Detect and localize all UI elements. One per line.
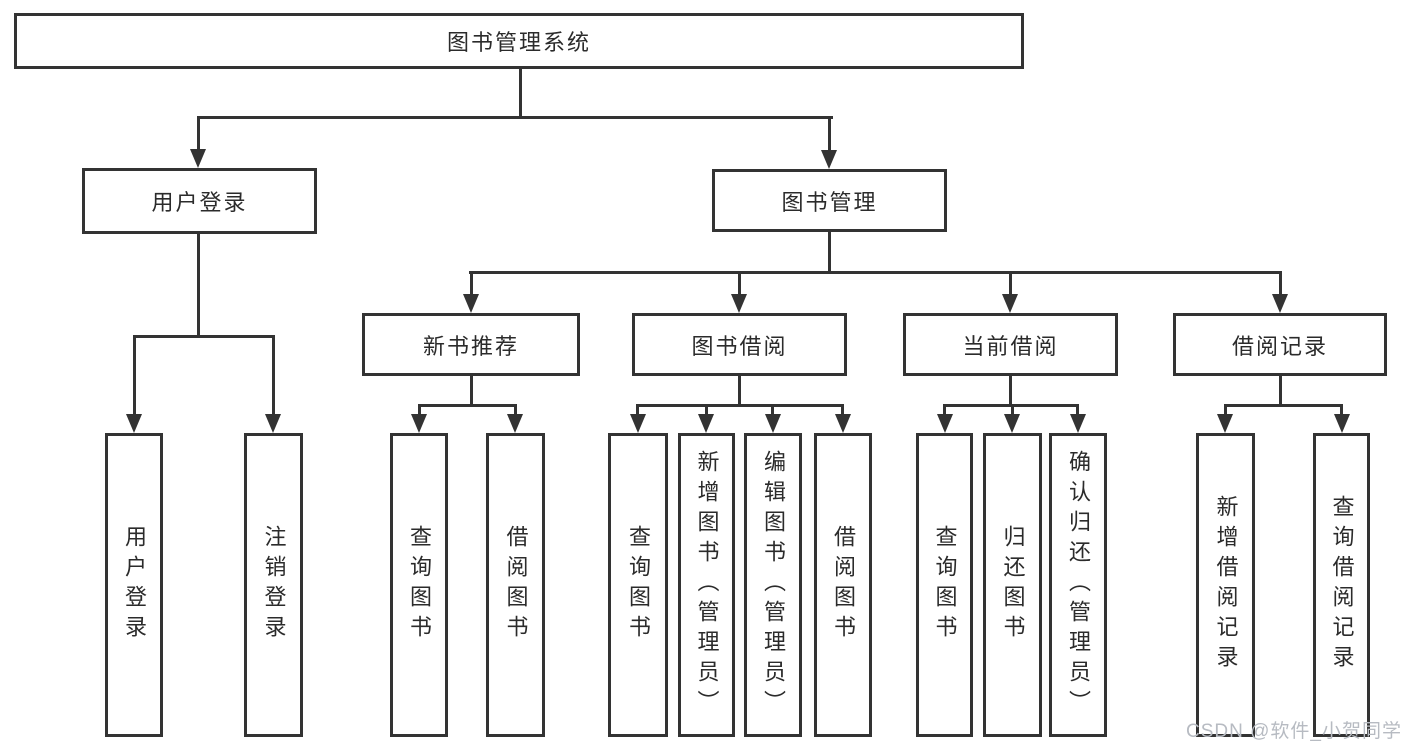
leaf-user-login: 用户登录 — [105, 433, 163, 737]
arrow-down-icon — [1334, 414, 1350, 433]
node-user-login-label: 用户登录 — [151, 190, 248, 215]
node-root: 图书管理系统 — [14, 13, 1024, 69]
arrow-down-icon — [1002, 294, 1018, 313]
connector-h — [636, 404, 844, 407]
arrow-down-icon — [1070, 414, 1086, 433]
arrow-down-icon — [698, 414, 714, 433]
connector-v — [197, 234, 200, 338]
connector-v — [1009, 271, 1012, 297]
leaf-add-books-admin: 新增图书（管理员） — [678, 433, 735, 737]
connector-v — [519, 69, 522, 119]
arrow-down-icon — [821, 150, 837, 169]
arrow-down-icon — [265, 414, 281, 433]
connector-v — [418, 404, 421, 417]
connector-v — [272, 335, 275, 416]
arrow-down-icon — [126, 414, 142, 433]
node-book-borrow-label: 图书借阅 — [691, 333, 788, 359]
connector-v — [1224, 404, 1227, 417]
node-borrow-records-label: 借阅记录 — [1231, 333, 1328, 359]
leaf-label: 查询借阅记录 — [1329, 495, 1355, 675]
connector-h — [418, 404, 517, 407]
arrow-down-icon — [190, 149, 206, 168]
leaf-logout: 注销登录 — [244, 433, 303, 737]
leaf-label: 注销登录 — [261, 525, 287, 645]
leaf-query-books-2: 查询图书 — [608, 433, 668, 737]
arrow-down-icon — [835, 414, 851, 433]
connector-v — [1279, 376, 1282, 407]
connector-h — [197, 116, 833, 119]
arrow-down-icon — [765, 414, 781, 433]
connector-v — [1011, 404, 1014, 417]
leaf-label: 查询图书 — [626, 525, 651, 645]
leaf-label: 查询图书 — [407, 525, 432, 645]
node-user-login: 用户登录 — [82, 168, 317, 234]
arrow-down-icon — [463, 294, 479, 313]
connector-v — [470, 271, 473, 297]
leaf-query-borrow-record: 查询借阅记录 — [1313, 433, 1370, 737]
leaf-confirm-return-admin: 确认归还（管理员） — [1049, 433, 1107, 737]
leaf-label: 编辑图书（管理员） — [761, 450, 786, 720]
watermark: CSDN @软件_小贺同学 — [1186, 721, 1402, 742]
node-root-label: 图书管理系统 — [446, 30, 591, 55]
connector-v — [705, 404, 708, 417]
arrow-down-icon — [1217, 414, 1233, 433]
connector-v — [943, 404, 946, 417]
node-book-borrow: 图书借阅 — [632, 313, 847, 376]
connector-v — [1076, 404, 1079, 417]
connector-v — [514, 404, 517, 417]
arrow-down-icon — [411, 414, 427, 433]
connector-v — [828, 232, 831, 274]
connector-h — [469, 271, 1282, 274]
leaf-query-books-3: 查询图书 — [916, 433, 973, 737]
leaf-label: 借阅图书 — [503, 525, 529, 645]
arrow-down-icon — [1272, 294, 1288, 313]
node-current-borrow-label: 当前借阅 — [962, 333, 1059, 359]
leaf-label: 新增借阅记录 — [1213, 495, 1239, 675]
connector-v — [133, 335, 136, 416]
connector-v — [1279, 271, 1282, 297]
node-new-book-recommend: 新书推荐 — [362, 313, 580, 376]
connector-v — [738, 376, 741, 407]
leaf-add-borrow-record: 新增借阅记录 — [1196, 433, 1255, 737]
connector-v — [828, 116, 831, 153]
connector-v — [470, 376, 473, 407]
leaf-label: 用户登录 — [122, 525, 147, 645]
connector-v — [1009, 376, 1012, 407]
connector-h — [133, 335, 275, 338]
connector-v — [636, 404, 639, 417]
node-new-book-recommend-label: 新书推荐 — [422, 333, 519, 359]
arrow-down-icon — [937, 414, 953, 433]
leaf-label: 新增图书（管理员） — [694, 450, 720, 720]
node-borrow-records: 借阅记录 — [1173, 313, 1387, 376]
node-current-borrow: 当前借阅 — [903, 313, 1118, 376]
arrow-down-icon — [507, 414, 523, 433]
leaf-borrow-books-1: 借阅图书 — [486, 433, 545, 737]
connector-v — [1340, 404, 1343, 417]
leaf-label: 确认归还（管理员） — [1066, 450, 1091, 720]
arrow-down-icon — [630, 414, 646, 433]
leaf-query-books-1: 查询图书 — [390, 433, 448, 737]
node-book-management-label: 图书管理 — [781, 189, 878, 215]
leaf-borrow-books-2: 借阅图书 — [814, 433, 872, 737]
leaf-edit-books-admin: 编辑图书（管理员） — [744, 433, 802, 737]
connector-v — [771, 404, 774, 417]
leaf-label: 归还图书 — [1000, 525, 1026, 645]
leaf-return-books: 归还图书 — [983, 433, 1042, 737]
leaf-label: 查询图书 — [932, 525, 958, 645]
arrow-down-icon — [1004, 414, 1020, 433]
connector-v — [841, 404, 844, 417]
connector-v — [738, 271, 741, 297]
node-book-management: 图书管理 — [712, 169, 947, 232]
connector-h — [1224, 404, 1343, 407]
leaf-label: 借阅图书 — [831, 525, 856, 645]
arrow-down-icon — [731, 294, 747, 313]
connector-v — [197, 116, 200, 152]
